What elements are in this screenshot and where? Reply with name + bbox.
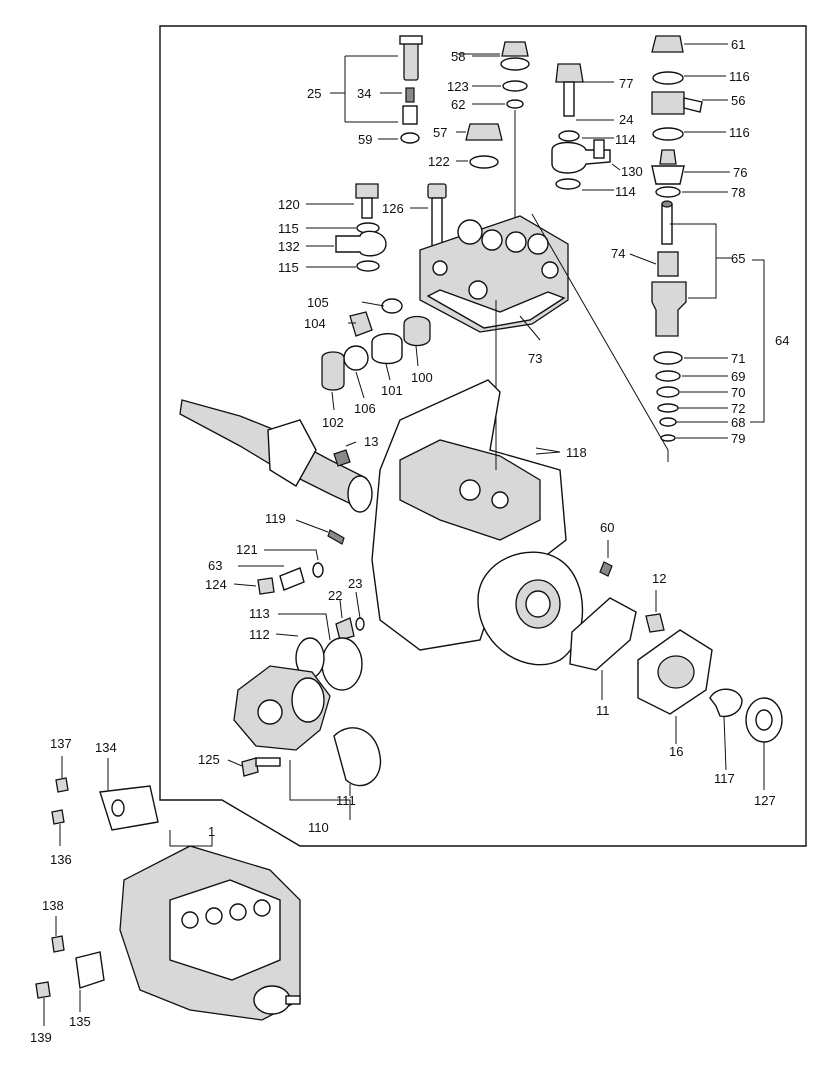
- callout-34: 34: [357, 86, 371, 101]
- valve-parts-group: [321, 298, 431, 411]
- callout-115a: 115: [278, 221, 299, 236]
- callout-106: 106: [354, 401, 376, 416]
- drive-shaft: [179, 399, 373, 513]
- callout-60: 60: [600, 520, 614, 535]
- detail-frame: [159, 25, 807, 847]
- callout-135: 135: [69, 1014, 91, 1029]
- callout-101: 101: [381, 383, 403, 398]
- callout-56: 56: [731, 93, 745, 108]
- callout-113: 113: [249, 606, 270, 621]
- callout-134: 134: [95, 740, 117, 755]
- callout-57: 57: [433, 125, 447, 140]
- callout-25: 25: [307, 86, 321, 101]
- hydraulic-head-73: [419, 213, 669, 462]
- small-parts-left: [233, 519, 613, 641]
- callout-79: 79: [731, 431, 745, 446]
- callout-13: 13: [364, 434, 378, 449]
- callout-112: 112: [249, 627, 270, 642]
- callout-77: 77: [619, 76, 633, 91]
- callout-111: 111: [336, 793, 356, 808]
- callout-labels: 25 34 59 58 123 62 57 122 77 24 114 130 …: [30, 37, 789, 1045]
- callout-68: 68: [731, 415, 745, 430]
- callout-138: 138: [42, 898, 64, 913]
- callout-11: 11: [596, 703, 610, 718]
- callout-70: 70: [731, 385, 745, 400]
- callout-24: 24: [619, 112, 633, 127]
- callout-16: 16: [669, 744, 683, 759]
- callout-65: 65: [731, 251, 745, 266]
- delivery-valve-group: [651, 35, 730, 198]
- callout-73: 73: [528, 351, 542, 366]
- callout-104: 104: [304, 316, 326, 331]
- callout-59: 59: [358, 132, 372, 147]
- callout-76: 76: [733, 165, 747, 180]
- o-rings-112-113: [275, 613, 363, 691]
- callout-1: 1: [208, 824, 215, 839]
- callout-78: 78: [731, 185, 745, 200]
- callout-61: 61: [731, 37, 745, 52]
- callout-110: 110: [308, 820, 329, 835]
- plug-58-group: [456, 41, 530, 236]
- fitting-25-group: [330, 35, 423, 144]
- callout-125: 125: [198, 752, 220, 767]
- callout-137: 137: [50, 736, 72, 751]
- callout-102: 102: [322, 415, 344, 430]
- feed-pump-group: [227, 665, 382, 820]
- callout-63: 63: [208, 558, 222, 573]
- callout-121: 121: [236, 542, 258, 557]
- callout-132: 132: [278, 239, 300, 254]
- callout-105: 105: [307, 295, 329, 310]
- callout-100: 100: [411, 370, 433, 385]
- bracket-135-group: [35, 916, 105, 1026]
- callout-126: 126: [382, 201, 404, 216]
- callout-118: 118: [566, 445, 587, 460]
- callout-122: 122: [428, 154, 450, 169]
- callout-64: 64: [775, 333, 789, 348]
- callout-123: 123: [447, 79, 469, 94]
- callout-12: 12: [652, 571, 666, 586]
- pump-assembly-1: [119, 830, 301, 1021]
- bracket-134-group: [51, 756, 159, 846]
- callout-71: 71: [731, 351, 745, 366]
- drive-end-parts: [569, 590, 783, 790]
- plunger-barrel-group: [629, 200, 765, 442]
- callout-124: 124: [205, 577, 227, 592]
- callout-74: 74: [611, 246, 625, 261]
- callout-115b: 115: [278, 260, 299, 275]
- callout-117: 117: [714, 771, 735, 786]
- banjo-120-group: [306, 183, 387, 272]
- callout-62: 62: [451, 97, 465, 112]
- callout-114a: 114: [615, 132, 636, 147]
- callout-72: 72: [731, 401, 745, 416]
- banjo-77-group: [551, 63, 621, 191]
- callout-58: 58: [451, 49, 465, 64]
- callout-23: 23: [348, 576, 362, 591]
- bolt-126: [410, 183, 447, 247]
- callout-69: 69: [731, 369, 745, 384]
- callout-119: 119: [265, 511, 286, 526]
- callout-139: 139: [30, 1030, 52, 1045]
- callout-116a: 116: [729, 69, 750, 84]
- callout-120: 120: [278, 197, 300, 212]
- callout-116b: 116: [729, 125, 750, 140]
- callout-136: 136: [50, 852, 72, 867]
- callout-22: 22: [328, 588, 342, 603]
- callout-127: 127: [754, 793, 776, 808]
- callout-114b: 114: [615, 184, 636, 199]
- callout-130: 130: [621, 164, 643, 179]
- pump-housing: [371, 379, 584, 666]
